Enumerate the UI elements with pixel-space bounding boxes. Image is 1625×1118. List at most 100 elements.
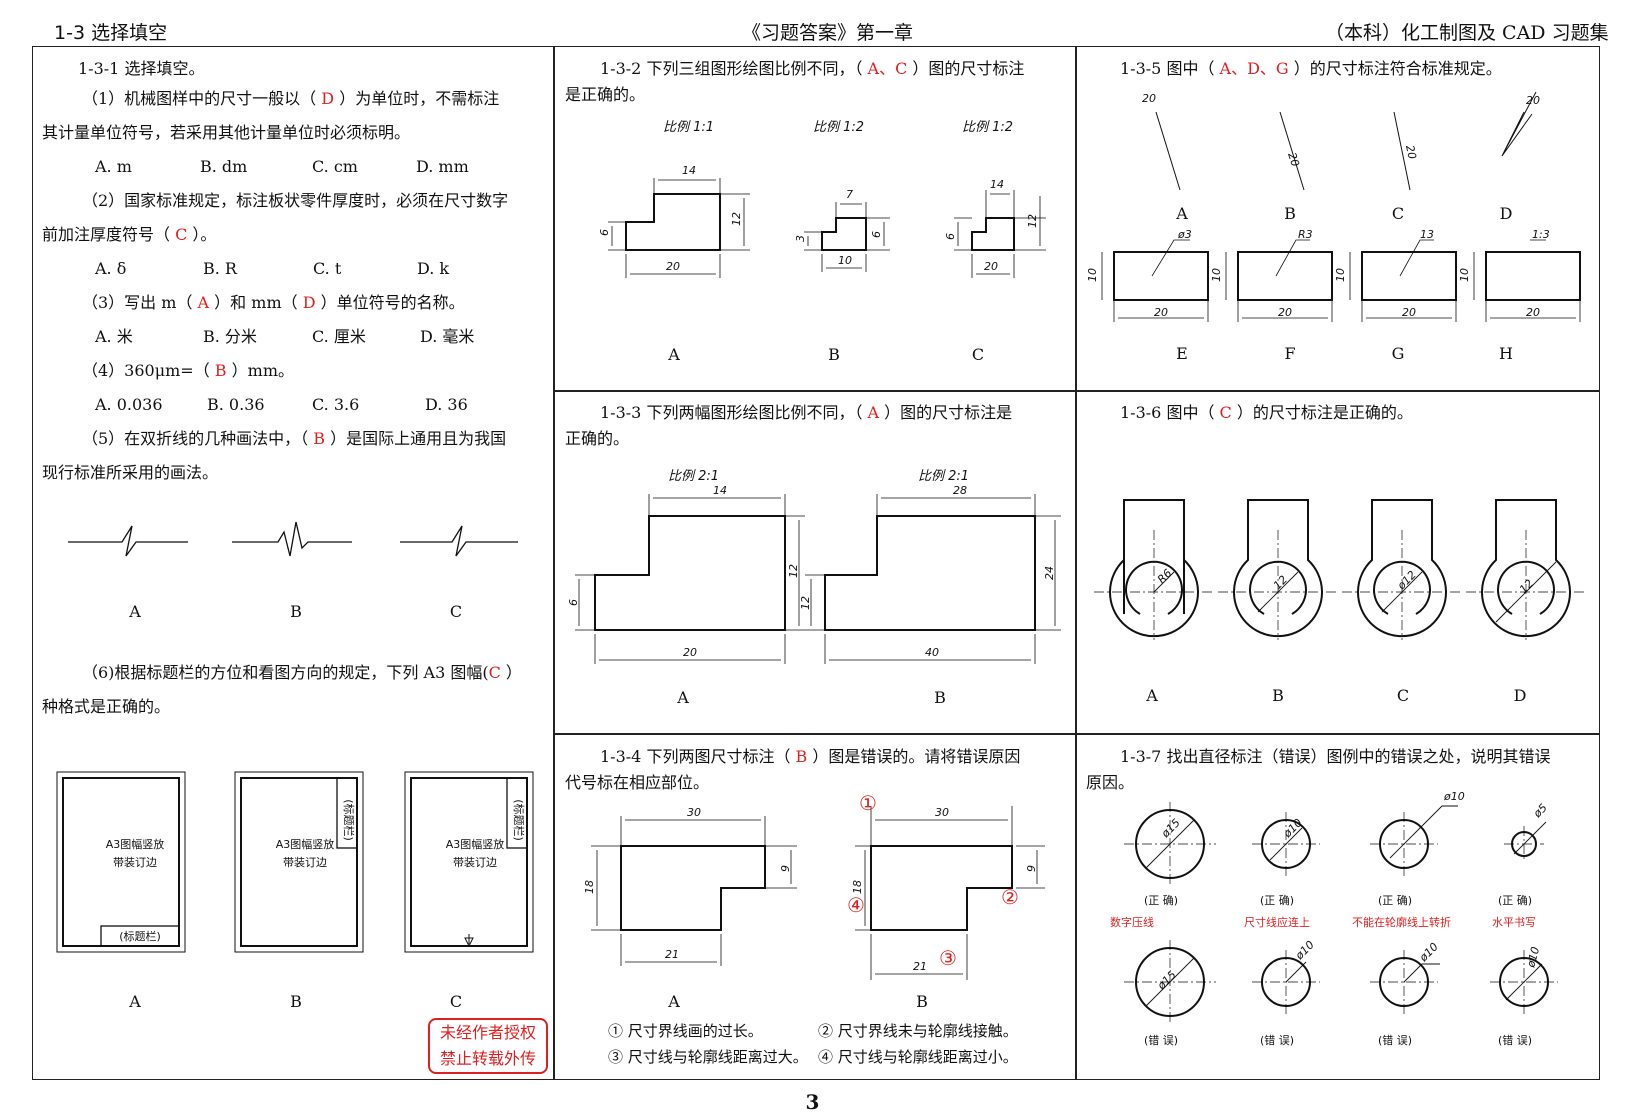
q4-line1: （4）360μm=（ B ）mm。 [82, 354, 294, 387]
sheet-caption: 带装订边 [453, 856, 497, 869]
sheet-caption: 带装订边 [283, 856, 327, 869]
q6-text: ） [500, 663, 522, 682]
q6-label: A [129, 992, 141, 1011]
p136-text: ）的尺寸标注是正确的。 [1231, 403, 1413, 422]
p135-figures: 20 20 20 20 ø3 R3 13 1:3 10 10 10 10 20 … [1086, 91, 1581, 322]
sheet-c-text: A3图幅竖放带装订边 [425, 836, 525, 872]
divider [553, 733, 1600, 735]
dim: 12 [1271, 573, 1290, 592]
q5-text: ）是国际上通用且为我国 [325, 429, 507, 448]
q5-answer: B [313, 429, 326, 448]
title-block-b: (标题栏) [342, 799, 355, 841]
p133-text: ）图的尺寸标注是 [879, 403, 1013, 422]
q5-label: A [129, 602, 141, 621]
dim: 18 [583, 880, 596, 894]
error-note: 水平书写 [1492, 916, 1536, 929]
wrong-caption: (错 误) [1260, 1033, 1294, 1047]
dim: 20 [1403, 144, 1419, 160]
q3-option: D. 毫米 [420, 327, 475, 346]
q1-text: （1）机械图样中的尺寸一般以（ [82, 89, 322, 108]
p133-line1: 1-3-3 下列两幅图形绘图比例不同，（ A ）图的尺寸标注是 [600, 396, 1012, 429]
dim: 20 [683, 646, 697, 659]
q3-text: ）单位符号的名称。 [315, 293, 465, 312]
p135-label: C [1391, 204, 1405, 223]
dim: 12 [787, 564, 800, 578]
sheet-caption: A3图幅竖放 [275, 838, 335, 851]
wrong-caption: (错 误) [1144, 1033, 1178, 1047]
p132-label: A [668, 345, 680, 364]
marker: ④ [847, 893, 865, 917]
dim: ø10 [1524, 945, 1542, 969]
dim: 1:3 [1532, 228, 1550, 241]
error-note: 不能在轮廓线上转折 [1352, 915, 1451, 929]
p134-line1: 1-3-4 下列两图尺寸标注（ B ）图是错误的。请将错误原因 [600, 740, 1020, 773]
p135-text: 1-3-5 图中（ [1120, 59, 1220, 78]
sheet-caption: A3图幅竖放 [445, 838, 505, 851]
dim: 40 [925, 646, 939, 659]
p132-figures: 14 6 12 20 7 3 6 10 14 6 12 20 [598, 164, 1046, 278]
error-note: 数字压线 [1110, 915, 1154, 929]
p134-answer: B [795, 747, 808, 766]
p136-label: D [1513, 686, 1527, 705]
shape-b [870, 845, 1013, 931]
q5-label: B [290, 602, 302, 621]
p136-figures: R6 12 ø12 12 [1094, 499, 1586, 640]
q4-text: （4）360μm=（ [82, 361, 215, 380]
dim: 20 [1142, 92, 1156, 105]
q5-text: （5）在双折线的几种画法中，（ [82, 429, 314, 448]
q3-option: B. 分米 [203, 327, 257, 346]
p135-text: ）的尺寸标注符合标准规定。 [1288, 59, 1502, 78]
dim: 7 [846, 188, 853, 201]
break-line-c [400, 525, 518, 557]
p134-figures: 30 9 18 21 30 9 18 21 ① ② ③ ④ [583, 791, 1045, 980]
q1-option: D. mm [416, 157, 469, 176]
dim: 28 [953, 484, 967, 497]
p133-answer: A [867, 403, 880, 422]
p132-text: 1-3-2 下列三组图形绘图比例不同，（ [600, 59, 868, 78]
dim: 14 [990, 178, 1004, 191]
p135-answer: A、D、G [1219, 59, 1289, 78]
q4-option: C. 3.6 [312, 395, 360, 414]
q6-label: C [449, 992, 463, 1011]
q6-text: （6)根据标题栏的方位和看图方向的规定，下列 A3 图幅( [82, 663, 489, 682]
q4-text: ）mm。 [226, 361, 294, 380]
dim: 14 [713, 484, 727, 497]
p133-line2: 正确的。 [565, 429, 630, 448]
stamp-line: 未经作者授权 [439, 1023, 536, 1042]
dim: ø15 [1158, 816, 1183, 841]
p133-figures: 14 6 12 20 28 12 24 40 [567, 484, 1061, 664]
dim: 14 [682, 164, 696, 177]
q2-option: D. k [417, 259, 450, 278]
q6-label: B [290, 992, 302, 1011]
dim: 18 [851, 880, 864, 894]
p132-label: C [971, 345, 985, 364]
sheet-a-text: A3图幅竖放带装订边 [85, 836, 185, 872]
p134-note: ③ 尺寸线与轮廓线距离过大。 [608, 1048, 808, 1066]
dim: 12 [1517, 577, 1536, 596]
break-line-a [68, 525, 188, 557]
p136-answer: C [1219, 403, 1232, 422]
p136-text: 1-3-6 图中（ [1120, 403, 1220, 422]
dim: ø12 [1394, 568, 1419, 593]
marker: ③ [939, 946, 957, 970]
dim: 10 [1458, 268, 1471, 282]
q3-option: C. 厘米 [312, 327, 366, 346]
title-block-a: (标题栏) [119, 930, 161, 943]
scale-label: 比例 2:1 [668, 469, 720, 484]
fork-a [1109, 499, 1199, 638]
q3-answer: D [302, 293, 316, 312]
q4-option: D. 36 [425, 395, 468, 414]
p134-label: B [916, 992, 928, 1011]
shape-a [594, 515, 786, 631]
section-title: 1-3 选择填空 [54, 22, 168, 44]
sheet-b-text: A3图幅竖放带装订边 [255, 836, 355, 872]
p135-label: A [1176, 204, 1188, 223]
sheet-caption: A3图幅竖放 [105, 838, 165, 851]
q4-option: B. 0.36 [207, 395, 265, 414]
dim: R3 [1298, 228, 1313, 241]
p135-label: B [1284, 204, 1296, 223]
q5-line1: （5）在双折线的几种画法中，（ B ）是国际上通用且为我国 [82, 422, 506, 455]
p134-label: A [668, 992, 680, 1011]
q3-answer: A [197, 293, 210, 312]
p137-line1: 1-3-7 找出直径标注（错误）图例中的错误之处，说明其错误 [1120, 747, 1551, 766]
